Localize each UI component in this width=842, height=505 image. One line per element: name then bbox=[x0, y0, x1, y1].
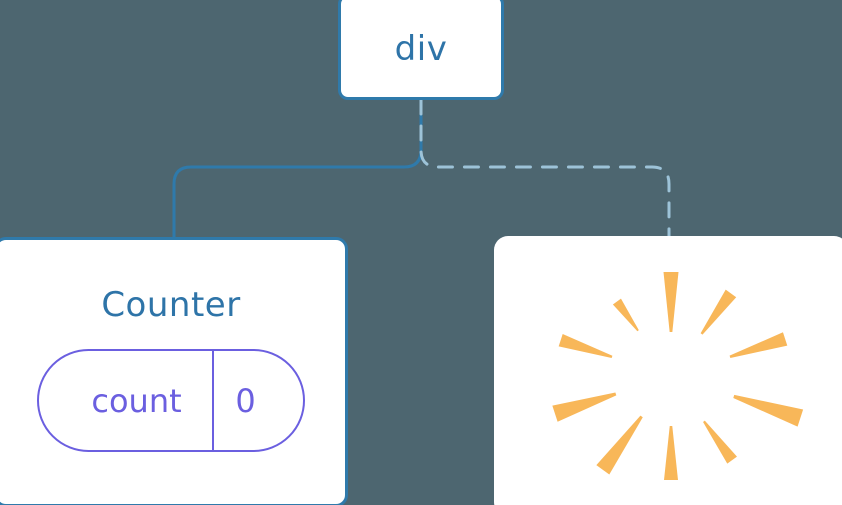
state-pill-divider bbox=[212, 351, 214, 450]
root-node-label: div bbox=[394, 29, 448, 69]
state-key-label: count bbox=[91, 381, 182, 420]
burst-ray-0 bbox=[663, 272, 679, 332]
render-burst-node[interactable] bbox=[494, 236, 842, 505]
burst-ray-8 bbox=[558, 333, 613, 358]
burst-ray-1 bbox=[700, 289, 737, 335]
state-value-label: 0 bbox=[235, 381, 256, 420]
burst-ray-7 bbox=[552, 392, 617, 422]
sparkle-burst-icon bbox=[552, 272, 804, 480]
edge-div-to-burst bbox=[419, 98, 671, 242]
burst-ray-6 bbox=[596, 415, 643, 475]
burst-ray-3 bbox=[733, 394, 804, 427]
burst-ray-5 bbox=[664, 426, 678, 480]
burst-ray-9 bbox=[612, 298, 639, 332]
root-node[interactable]: div bbox=[338, 0, 504, 100]
state-pill[interactable]: count 0 bbox=[37, 349, 305, 452]
counter-node-label: Counter bbox=[101, 285, 241, 325]
burst-ray-2 bbox=[729, 332, 788, 359]
burst-ray-4 bbox=[703, 420, 737, 464]
edge-div-to-counter bbox=[172, 98, 423, 242]
counter-node[interactable]: Counter count 0 bbox=[0, 237, 348, 505]
